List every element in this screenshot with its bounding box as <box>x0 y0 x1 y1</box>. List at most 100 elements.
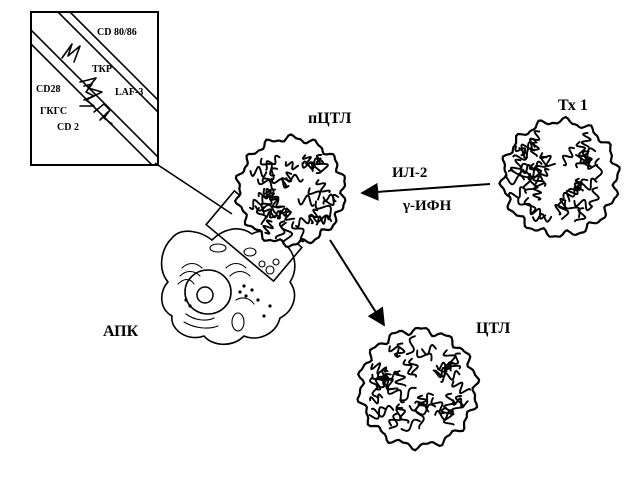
cd80-receptor-shape <box>61 43 81 63</box>
cell-fold <box>580 131 592 148</box>
cell-fold <box>285 173 304 183</box>
membrane-line <box>31 29 158 158</box>
cell-fold <box>518 141 536 154</box>
th1-cell <box>498 115 621 238</box>
cell-fold <box>295 213 316 228</box>
cell-fold <box>507 186 527 199</box>
cell-fold <box>370 404 395 418</box>
cytokine-arrow <box>360 182 491 201</box>
cell-fold <box>388 412 399 430</box>
cell-fold <box>370 362 388 375</box>
label-cd80-86: CD 80/86 <box>97 27 137 38</box>
apc-cell <box>160 228 296 346</box>
cell-fold <box>265 154 281 171</box>
cell-fold <box>259 157 276 177</box>
label-th1: Тх 1 <box>558 97 588 114</box>
cd2-laf3-link <box>99 111 109 121</box>
cell-fold <box>368 406 387 420</box>
cell-fold <box>315 157 329 173</box>
label-cd2: CD 2 <box>57 122 79 133</box>
cell-fold <box>374 369 389 391</box>
inset-connector-line <box>154 162 233 215</box>
cell-fold <box>573 198 593 212</box>
cell-fold <box>371 373 388 387</box>
cell-fold <box>408 357 419 376</box>
cell-membrane <box>356 326 481 452</box>
cell-fold <box>402 359 418 378</box>
cell-fold <box>554 197 567 216</box>
cell-fold <box>312 214 333 223</box>
cell-fold <box>557 200 570 220</box>
cell-fold <box>504 173 526 186</box>
cell-fold <box>393 370 407 387</box>
tcr-mhc-shape <box>79 77 103 107</box>
cell-fold <box>255 207 267 226</box>
cell-fold <box>528 162 545 183</box>
cell-fold <box>267 191 282 208</box>
cell-fold <box>420 344 437 356</box>
cell-fold <box>416 349 433 362</box>
cell-fold <box>260 192 276 215</box>
label-mhc: ГКГС <box>40 106 67 117</box>
membrane-line <box>57 12 158 113</box>
cell-fold <box>507 162 530 176</box>
cell-fold <box>416 394 429 409</box>
differentiation-arrow <box>329 239 385 327</box>
cell-fold <box>435 361 454 371</box>
cell-fold <box>408 402 430 413</box>
cell-fold <box>280 207 296 221</box>
cell-fold <box>262 187 277 201</box>
label-ifn: γ-ИФН <box>402 198 452 214</box>
cell-fold <box>434 363 452 378</box>
cell-fold <box>400 418 421 432</box>
cell-fold <box>315 179 331 194</box>
cell-fold <box>307 187 321 201</box>
cell-fold <box>284 161 300 171</box>
cell-fold <box>301 161 314 172</box>
cell-fold <box>561 146 576 167</box>
cell-fold <box>575 150 590 169</box>
cell-fold <box>562 185 581 202</box>
cell-fold <box>262 219 274 235</box>
cell-fold <box>313 153 325 175</box>
label-tcr: ТКР <box>92 64 112 75</box>
ctl-cell <box>356 326 481 452</box>
cell-fold <box>588 186 600 208</box>
cell-fold <box>440 406 455 426</box>
cell-fold <box>301 154 316 166</box>
cell-fold <box>442 349 462 370</box>
membrane-line <box>69 12 158 101</box>
label-cd28: CD28 <box>36 84 60 95</box>
cell-fold <box>414 392 435 406</box>
cell-fold <box>582 177 598 191</box>
cell-fold <box>539 167 550 182</box>
cell-fold <box>405 335 416 356</box>
cell-fold <box>395 403 410 424</box>
cell-fold <box>277 207 291 220</box>
cd2-laf3-shape <box>93 103 113 125</box>
cell-fold <box>322 193 337 203</box>
label-il2: ИЛ-2 <box>392 165 427 181</box>
synapse-inset: CD 80/86 ТКР CD28 LAF-3 ГКГС CD 2 <box>30 11 159 166</box>
label-laf3: LAF-3 <box>115 87 143 98</box>
cell-fold <box>261 167 279 183</box>
apc-nucleus <box>184 269 232 315</box>
cell-fold <box>440 370 461 383</box>
cell-fold <box>514 145 529 159</box>
cell-fold <box>248 194 268 211</box>
cell-fold <box>274 220 286 240</box>
cell-fold <box>451 394 464 413</box>
cell-fold <box>265 210 282 219</box>
cell-fold <box>280 221 294 246</box>
cell-fold <box>369 376 380 399</box>
apc-nucleolus <box>196 286 214 304</box>
cell-fold <box>270 177 290 189</box>
cell-fold <box>523 197 537 215</box>
cell-fold <box>249 165 268 178</box>
cell-fold <box>531 213 553 223</box>
cell-fold <box>412 403 437 416</box>
cell-fold <box>254 203 277 214</box>
cell-fold <box>297 194 315 207</box>
cell-fold <box>291 221 305 243</box>
